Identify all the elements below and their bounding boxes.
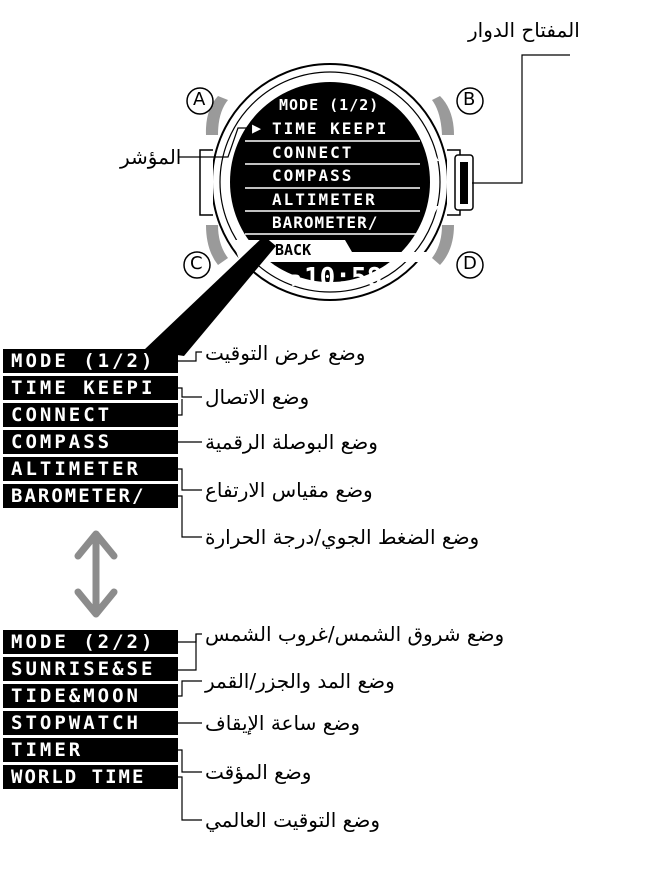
page1-label-compass: وضع البوصلة الرقمية xyxy=(205,430,378,454)
screen-back-label: BACK xyxy=(275,241,312,259)
page1-item-compass: COMPASS xyxy=(3,430,178,456)
button-c-label: C xyxy=(190,253,203,274)
page2-item-world-time: WORLD TIME xyxy=(3,765,178,789)
button-b-label: B xyxy=(463,89,476,110)
page1-label-altimeter: وضع مقياس الارتفاع xyxy=(205,478,373,502)
left-case-notch xyxy=(199,149,213,216)
page1-header: MODE (1/2) xyxy=(3,349,178,373)
page1-label-barometer: وضع الضغط الجوي/درجة الحرارة xyxy=(205,525,480,549)
scroll-up-icon xyxy=(429,153,439,161)
screen-separators xyxy=(245,140,420,235)
screen-item-connect: CONNECT xyxy=(272,143,354,162)
watch-screen xyxy=(230,82,430,282)
back-band xyxy=(232,240,428,262)
pusher-c xyxy=(206,225,228,265)
page1-item-barometer: BAROMETER/ xyxy=(3,484,178,508)
button-d-circle xyxy=(456,251,484,279)
page2-item-stopwatch: STOPWATCH xyxy=(3,711,178,737)
screen-mode-header: MODE (1/2) xyxy=(279,96,380,114)
page2-label-world-time: وضع التوقيت العالمي xyxy=(205,808,380,832)
zoom-wedge xyxy=(144,236,276,356)
case-inner-ring xyxy=(219,71,441,293)
pusher-b xyxy=(432,96,454,135)
page1-item-time-keeping: TIME KEEPI xyxy=(3,376,178,402)
page2-label-sunrise-sunset: وضع شروق الشمس/غروب الشمس xyxy=(205,622,505,646)
page2-header: MODE (2/2) xyxy=(3,630,178,654)
screen-item-altimeter: ALTIMETER xyxy=(272,190,377,209)
page1-label-time-keeping: وضع عرض التوقيت xyxy=(205,341,366,365)
button-a-label: A xyxy=(193,89,206,110)
screen-item-time-keeping: TIME KEEPI xyxy=(272,119,389,138)
button-c-circle xyxy=(183,251,211,279)
button-d-label: D xyxy=(463,253,477,274)
crown-label: المفتاح الدوار xyxy=(468,18,580,42)
page1-label-connect: وضع الاتصال xyxy=(205,385,310,409)
screen-item-barometer: BAROMETER/ xyxy=(272,213,379,232)
pointer-leader-line xyxy=(178,127,252,158)
page1-item-altimeter: ALTIMETER xyxy=(3,457,178,483)
page2-item-timer: TIMER xyxy=(3,738,178,764)
page1-connectors xyxy=(176,351,202,538)
crown-grip xyxy=(460,162,468,204)
button-b-circle xyxy=(456,87,484,115)
page2-label-tide-moon: وضع المد والجزر/القمر xyxy=(205,669,395,693)
pointer-label: المؤشر xyxy=(120,145,182,169)
pusher-d xyxy=(432,225,454,265)
screen-cursor-icon: ▶ xyxy=(252,119,262,137)
page2-label-stopwatch: وضع ساعة الإيقاف xyxy=(205,711,360,735)
page-toggle-arrow xyxy=(74,530,118,618)
scroll-down-icon xyxy=(429,206,439,214)
screen-item-compass: COMPASS xyxy=(272,166,354,185)
button-a-circle xyxy=(186,87,214,115)
page1-item-connect: CONNECT xyxy=(3,403,178,429)
screen-pm-indicator: P xyxy=(291,271,301,290)
page2-label-timer: وضع المؤقت xyxy=(205,760,312,784)
crown-leader-line xyxy=(472,54,570,184)
page2-item-sunrise-sunset: SUNRISE&SE xyxy=(3,657,178,683)
page2-item-tide-moon: TIDE&MOON xyxy=(3,684,178,710)
screen-time: 10:58 xyxy=(304,263,383,293)
page2-connectors xyxy=(176,633,202,821)
button-letter-circles xyxy=(183,87,484,279)
